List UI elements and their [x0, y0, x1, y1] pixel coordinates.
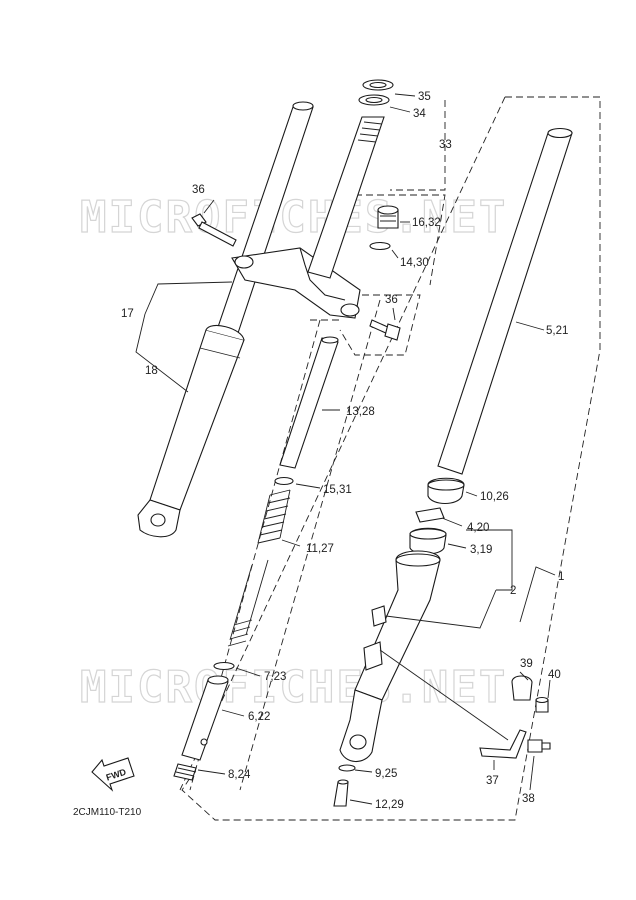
label-17: 17	[121, 308, 134, 320]
bolt-36-top	[191, 213, 237, 247]
label-18: 18	[145, 365, 158, 377]
label-16-32: 16,32	[412, 217, 441, 229]
bottom-bolt	[333, 764, 356, 807]
leader-lines	[135, 93, 556, 805]
label-6-22: 6,22	[248, 711, 270, 723]
label-1: 1	[558, 571, 564, 583]
clamp-39	[511, 675, 533, 701]
steering-stem	[307, 79, 394, 279]
label-9-25: 9,25	[375, 768, 397, 780]
label-34: 34	[413, 108, 426, 120]
watermark-bottom: MICROFICHES.NET	[80, 662, 507, 713]
label-33: 33	[439, 139, 452, 151]
label-36-right: 36	[385, 294, 398, 306]
label-37: 37	[486, 775, 499, 787]
label-35: 35	[418, 91, 431, 103]
bolt-38	[527, 739, 551, 753]
bracket-37	[479, 729, 527, 759]
assembly-outlines	[179, 96, 601, 821]
label-10-26: 10,26	[480, 491, 509, 503]
label-12-29: 12,29	[375, 799, 404, 811]
label-13-28: 13,28	[346, 406, 375, 418]
part-labels: 35 34 33 36 16,32 14,30 36 17 18 5,21 13…	[121, 91, 568, 811]
diagram-code: 2CJM110-T210	[73, 807, 142, 818]
label-2: 2	[510, 585, 516, 597]
left-fork-assembly	[137, 101, 361, 538]
damper-cylinder	[181, 675, 229, 761]
label-39: 39	[520, 658, 533, 670]
label-14-30: 14,30	[400, 257, 429, 269]
oil-seal-parts	[409, 477, 465, 555]
bolt-40	[535, 696, 549, 713]
label-5-21: 5,21	[546, 325, 568, 337]
label-40: 40	[548, 669, 561, 681]
cap-bolt	[369, 205, 399, 251]
fwd-arrow-icon: FWD	[91, 757, 135, 792]
bolt-36-right	[369, 319, 401, 341]
label-8-24: 8,24	[228, 769, 251, 781]
watermark-top: MICROFICHES.NET	[80, 192, 507, 243]
label-15-31: 15,31	[323, 484, 352, 496]
label-11-27: 11,27	[306, 543, 334, 555]
right-outer-slider	[339, 550, 441, 763]
label-38: 38	[522, 793, 535, 805]
fork-spring	[213, 476, 294, 671]
small-spring	[173, 763, 197, 781]
label-36-top: 36	[192, 184, 205, 196]
right-inner-tube	[437, 127, 573, 475]
damper-rod	[279, 336, 339, 469]
label-3-19: 3,19	[470, 544, 492, 556]
label-4-20: 4,20	[467, 522, 489, 534]
label-7-23: 7,23	[264, 671, 286, 683]
